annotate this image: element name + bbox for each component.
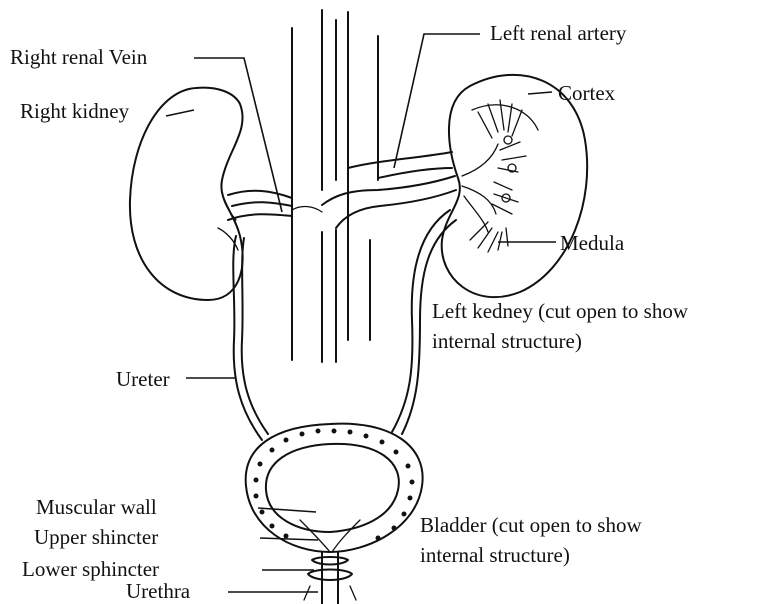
bladder: [246, 424, 423, 552]
medulla-pyramid-lower: [492, 182, 518, 214]
leader-left-renal-artery: [394, 34, 480, 168]
right-ureter-inner: [242, 238, 268, 434]
label-bladder-line2: internal structure): [420, 542, 570, 568]
left-renal-artery-bottom: [378, 168, 452, 178]
label-upper-sphincter: Upper shincter: [34, 524, 158, 550]
left-kidney: [442, 75, 587, 297]
left-renal-vein-bottom: [336, 190, 456, 228]
label-bladder-line1: Bladder (cut open to show: [420, 512, 642, 538]
vein-junction: [292, 206, 322, 212]
label-urethra: Urethra: [126, 578, 190, 604]
right-kidney-outline: [130, 88, 243, 300]
leader-right-kidney: [166, 110, 194, 116]
label-left-renal-artery: Left renal artery: [490, 20, 626, 46]
bladder-outer-wall: [246, 424, 423, 552]
leader-muscular-wall: [258, 508, 316, 512]
label-medula: Medula: [560, 230, 624, 256]
right-renal-artery: [232, 202, 292, 206]
bladder-neck-muscle: [300, 520, 360, 552]
label-right-kidney: Right kidney: [20, 98, 129, 124]
medulla-pyramid-mid: [498, 142, 526, 172]
left-renal-artery-top: [348, 152, 452, 168]
lower-sphincter-ring: [308, 570, 352, 581]
cortex-inner-line: [472, 105, 538, 130]
label-cortex: Cortex: [558, 80, 615, 106]
label-muscular-wall: Muscular wall: [36, 494, 157, 520]
label-left-kidney-line2: internal structure): [432, 328, 582, 354]
leader-upper-sphincter: [260, 538, 318, 540]
renal-vessels: [228, 152, 456, 228]
right-renal-vein-top: [228, 191, 292, 198]
urethra-flare: [304, 586, 356, 600]
left-ureter-inner: [402, 220, 456, 434]
label-ureter: Ureter: [116, 366, 170, 392]
right-kidney-hilum: [222, 182, 236, 220]
great-vessels: [292, 10, 378, 362]
right-ureter-outer: [233, 236, 262, 440]
leader-cortex: [528, 92, 552, 94]
left-renal-vein-top: [322, 176, 455, 205]
bladder-wall-dots: [254, 429, 415, 541]
label-right-renal-vein: Right renal Vein: [10, 44, 147, 70]
bladder-inner-wall: [266, 444, 399, 532]
renal-pelvis: [462, 144, 498, 232]
label-left-kidney-line1: Left kedney (cut open to show: [432, 298, 688, 324]
calyx-1: [504, 136, 512, 144]
ureters: [233, 210, 456, 440]
right-kidney: [130, 88, 243, 300]
medulla-pyramid-bottom: [470, 222, 508, 252]
sphincters-urethra: [304, 552, 356, 604]
right-renal-vein-bottom: [228, 214, 292, 220]
upper-sphincter-ring: [312, 557, 348, 565]
